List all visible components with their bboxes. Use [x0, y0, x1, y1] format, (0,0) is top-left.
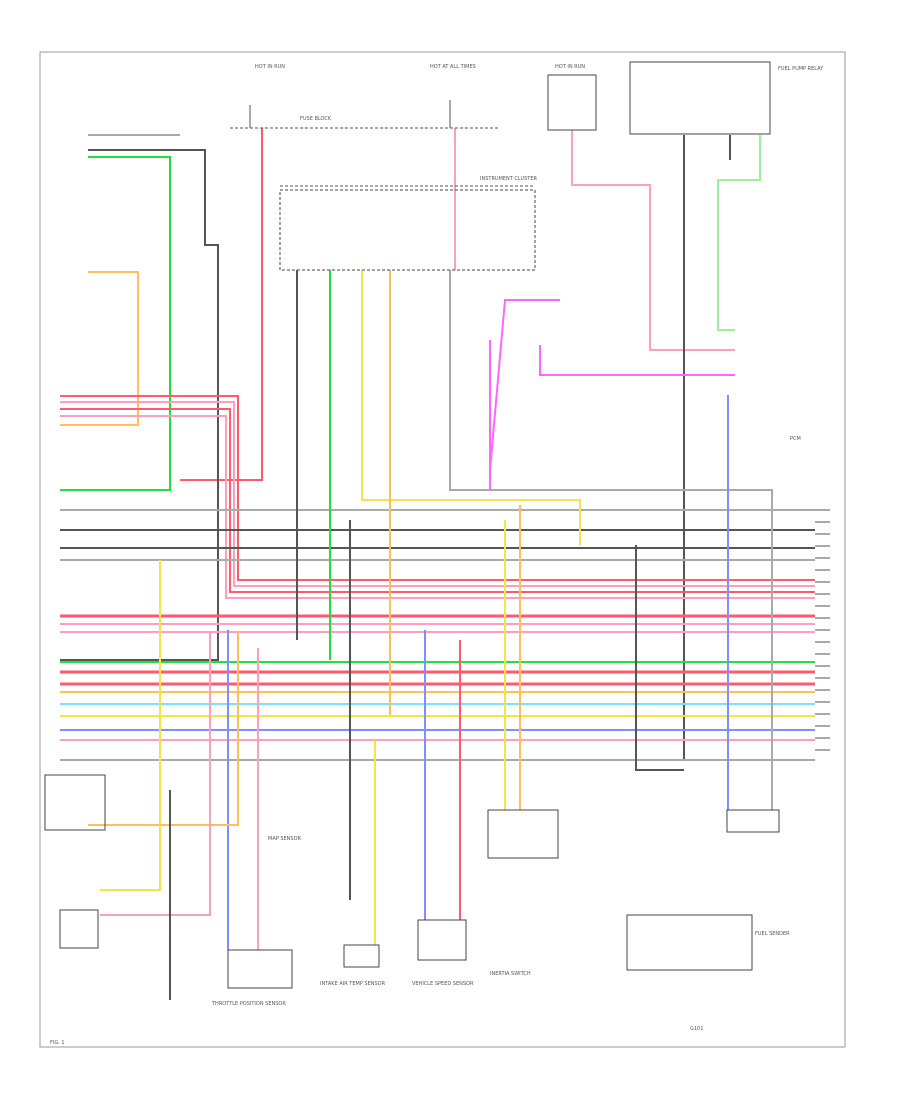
label-map-sensor: MAP SENSOR [268, 836, 302, 842]
bundle-red-2 [60, 408, 815, 593]
left-green [60, 156, 171, 491]
vss-box [417, 919, 467, 961]
label-fuel-pump-relay: FUEL PUMP RELAY [778, 66, 824, 72]
hot-right-box [547, 74, 597, 131]
riser-pink-relay [571, 130, 735, 351]
label-footer: FIG. 1 [50, 1040, 65, 1046]
o2-box [59, 909, 99, 949]
pcm-connector-box [726, 809, 780, 833]
fuel-pump-relay-box [629, 61, 771, 135]
ic-magenta-2 [539, 345, 735, 376]
bundle-red-1 [60, 401, 815, 587]
label-instrument-cluster: INSTRUMENT CLUSTER [480, 176, 538, 182]
left-orange [60, 271, 139, 426]
label-tps-sensor: THROTTLE POSITION SENSOR [211, 1001, 286, 1007]
label-hot-right: HOT IN RUN [555, 64, 585, 70]
iat-box [343, 944, 380, 968]
label-hot-mid: HOT AT ALL TIMES [430, 64, 476, 70]
diagram-frame [39, 51, 846, 1048]
label-pcm: PCM [790, 436, 801, 442]
label-ground: G101 [690, 1026, 703, 1032]
fuel-sender-box [626, 914, 753, 971]
ckp-yellow [100, 560, 161, 891]
ckp-pink [100, 632, 211, 916]
tps-box [227, 949, 293, 989]
fuel-pump-box [487, 809, 559, 859]
left-dk-1 [60, 149, 219, 661]
ic-magenta [489, 299, 560, 490]
label-vss: VEHICLE SPEED SENSOR [412, 981, 474, 987]
riser-green-relay [717, 135, 761, 331]
ic-gray [449, 270, 773, 810]
label-fuel-sender: FUEL SENDER [755, 931, 790, 937]
ckp-box [44, 774, 106, 831]
component-group [44, 61, 830, 989]
label-iat-sensor: INTAKE AIR TEMP SENSOR [320, 981, 386, 987]
instrument-cluster-box [279, 189, 536, 271]
v-dk-sender [635, 545, 684, 771]
ic-yellow [361, 270, 581, 545]
bundle-red-0 [60, 395, 815, 581]
label-hot-left: HOT IN RUN [255, 64, 285, 70]
ckp-orange [88, 632, 239, 826]
label-fuse-box: FUSE BLOCK [300, 116, 332, 122]
riser-red-1 [180, 128, 263, 481]
bundle-red-3 [60, 415, 815, 599]
wire-group [60, 128, 815, 1000]
label-inertia-switch: INERTIA SWITCH [490, 971, 531, 977]
